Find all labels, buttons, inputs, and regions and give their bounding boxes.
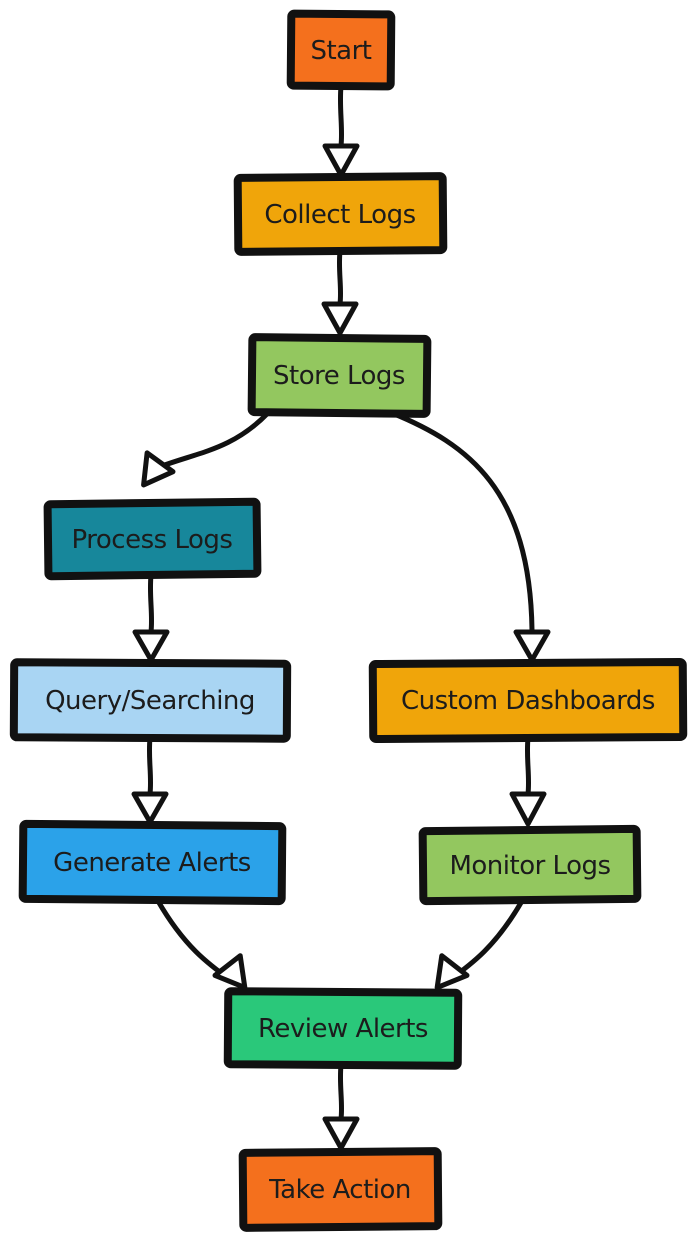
- node-generate-alerts-label: Generate Alerts: [53, 848, 251, 878]
- arrowhead-collect-logs: [322, 143, 360, 178]
- node-generate-alerts: Generate Alerts: [18, 819, 287, 906]
- node-collect-logs: Collect Logs: [233, 172, 448, 256]
- node-review-alerts-label: Review Alerts: [258, 1014, 428, 1044]
- arrowhead-review-alerts-right: [434, 953, 470, 991]
- edge-layer: [131, 83, 551, 1151]
- arrowhead-generate-alerts: [131, 791, 169, 825]
- edge-custom-dashboards-to-monitor-logs: [524, 735, 532, 797]
- edge-process-logs-to-query-searching: [147, 572, 155, 635]
- arrowhead-store-logs: [321, 301, 359, 336]
- edge-store-logs-to-custom-dashboards: [389, 410, 535, 633]
- node-start: Start: [286, 9, 396, 91]
- edge-start-to-collect-logs: [337, 83, 345, 149]
- node-custom-dashboards: Custom Dashboards: [368, 657, 688, 744]
- node-start-label: Start: [310, 36, 371, 66]
- node-query-searching: Query/Searching: [9, 658, 292, 743]
- arrowhead-process-logs: [141, 450, 176, 488]
- arrowhead-monitor-logs: [509, 791, 547, 827]
- node-query-searching-label: Query/Searching: [45, 686, 255, 716]
- node-take-action-label: Take Action: [268, 1175, 411, 1205]
- node-custom-dashboards-label: Custom Dashboards: [401, 686, 655, 716]
- node-layer: Start Collect Logs Store Logs Process Lo…: [9, 9, 688, 1232]
- node-process-logs: Process Logs: [43, 497, 262, 581]
- edge-store-logs-to-process-logs: [159, 410, 271, 469]
- node-monitor-logs-label: Monitor Logs: [449, 851, 610, 881]
- node-take-action: Take Action: [238, 1147, 443, 1232]
- node-process-logs-label: Process Logs: [72, 525, 233, 555]
- node-collect-logs-label: Collect Logs: [264, 200, 415, 230]
- arrowhead-review-alerts-left: [212, 953, 248, 991]
- node-store-logs: Store Logs: [247, 333, 432, 418]
- arrowhead-custom-dashboards: [513, 629, 551, 663]
- node-store-logs-label: Store Logs: [273, 361, 405, 391]
- node-review-alerts: Review Alerts: [223, 987, 463, 1070]
- edge-query-searching-to-generate-alerts: [146, 735, 154, 797]
- arrowhead-query-searching: [132, 629, 170, 663]
- node-monitor-logs: Monitor Logs: [418, 824, 642, 906]
- overlay-arrowheads: [212, 953, 470, 991]
- edge-review-alerts-to-take-action: [337, 1062, 345, 1122]
- arrowhead-take-action: [322, 1116, 360, 1151]
- edge-collect-logs-to-store-logs: [336, 248, 344, 307]
